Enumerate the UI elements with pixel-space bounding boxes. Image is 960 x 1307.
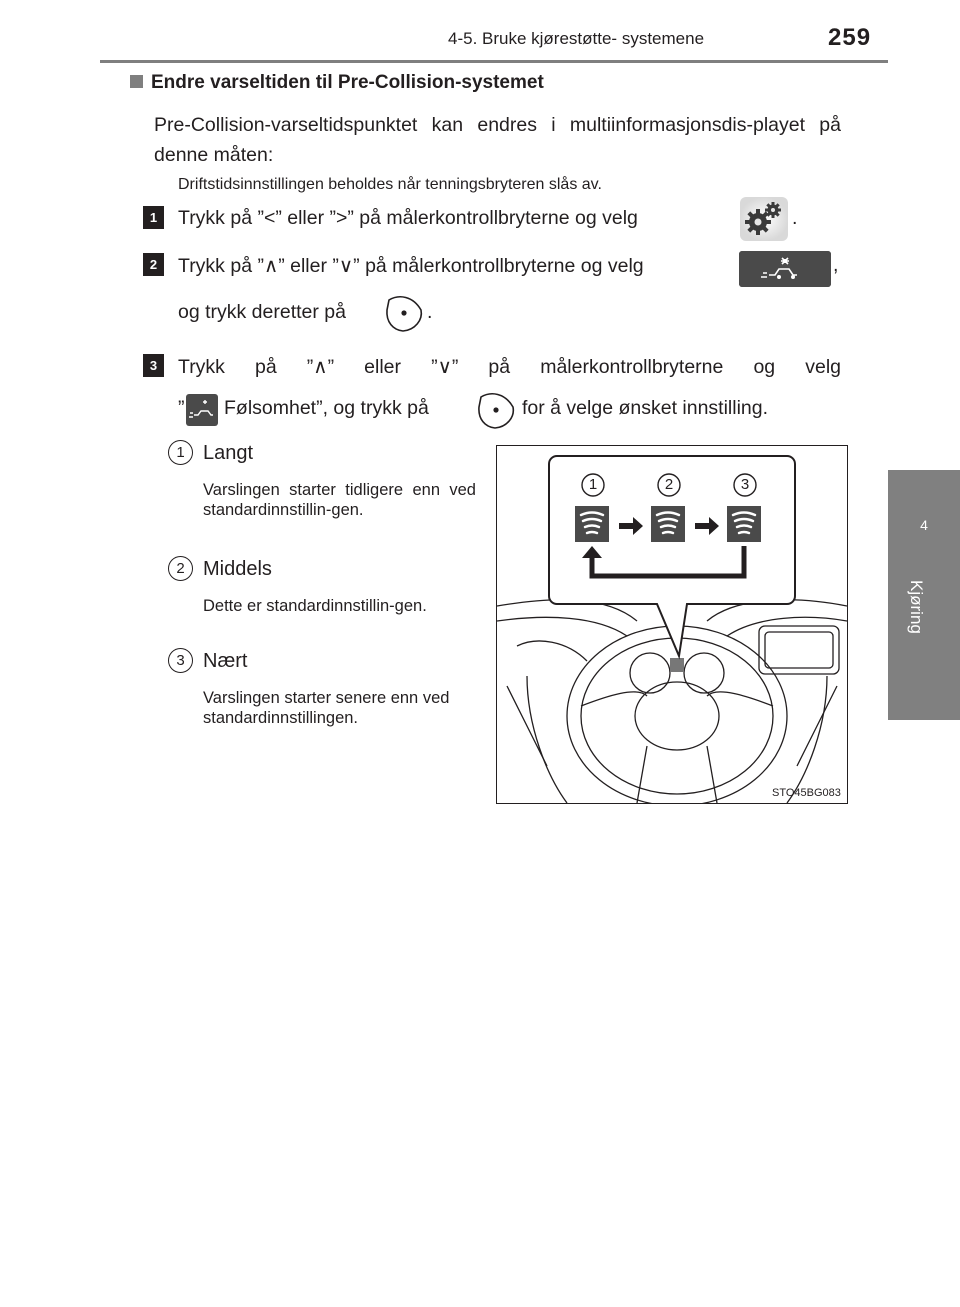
setting-label-1: Langt bbox=[203, 442, 254, 464]
chapter-tab bbox=[888, 470, 960, 720]
section-heading: Endre varseltiden til Pre-Collision-syst… bbox=[130, 72, 544, 94]
running-header: 4-5. Bruke kjørestøtte- systemene bbox=[448, 29, 705, 48]
step-number-2: 2 bbox=[143, 253, 164, 276]
figure-code: STO45BG083 bbox=[772, 787, 841, 799]
step-2-text: Trykk på ”∧” eller ”∨” på målerkontrollb… bbox=[178, 255, 644, 277]
step-number-1: 1 bbox=[143, 206, 164, 229]
setting-desc-3: Varslingen starter senere enn ved standa… bbox=[203, 689, 450, 728]
intro-paragraph: Pre-Collision-varseltidspunktet kan endr… bbox=[154, 114, 841, 167]
pre-collision-icon bbox=[186, 394, 218, 426]
dashboard-drawing bbox=[497, 455, 847, 803]
step-2-text-comma: , bbox=[833, 254, 839, 276]
enter-button-icon bbox=[386, 296, 423, 332]
header-divider bbox=[100, 60, 888, 63]
step-3-text-end: for å velge ønsket innstilling. bbox=[522, 397, 769, 419]
setting-label-3: Nært bbox=[203, 650, 248, 672]
note-text: Driftstidsinnstillingen beholdes når ten… bbox=[178, 176, 602, 193]
step-number-3: 3 bbox=[143, 354, 164, 377]
page-number: 259 bbox=[828, 24, 872, 51]
section-heading-text: Endre varseltiden til Pre-Collision-syst… bbox=[151, 72, 544, 93]
step-3-quote: ” bbox=[178, 397, 185, 419]
figure-callout-3: 3 bbox=[740, 476, 750, 493]
enter-button-icon bbox=[478, 393, 515, 429]
bullet-square-icon bbox=[130, 75, 143, 88]
chapter-number: 4 bbox=[920, 517, 928, 533]
pre-collision-icon bbox=[739, 251, 831, 287]
step-3-text: Trykk på ”∧” eller ”∨” på målerkontrollb… bbox=[178, 356, 841, 378]
gear-icon bbox=[740, 197, 788, 241]
setting-label-2: Middels bbox=[203, 558, 272, 580]
setting-desc-1: Varslingen starter tidligere enn ved sta… bbox=[203, 481, 476, 520]
figure-callout-2: 2 bbox=[664, 476, 674, 493]
step-1-text: Trykk på ”<” eller ”>” på målerkontrollb… bbox=[178, 207, 638, 229]
callout-1: 1 bbox=[168, 440, 193, 465]
callout-3: 3 bbox=[168, 648, 193, 673]
step-1-text-end: . bbox=[792, 207, 798, 229]
step-2-text-cont: og trykk deretter på bbox=[178, 301, 346, 323]
setting-desc-2: Dette er standardinnstillin-gen. bbox=[203, 597, 427, 615]
step-3-text-mid: Følsomhet”, og trykk på bbox=[224, 397, 429, 419]
step-2-text-end: . bbox=[427, 301, 433, 323]
chapter-label: Kjøring bbox=[907, 580, 926, 634]
callout-2: 2 bbox=[168, 556, 193, 581]
dashboard-illustration: 1 2 3 bbox=[496, 445, 848, 804]
figure-callout-1: 1 bbox=[588, 476, 598, 493]
